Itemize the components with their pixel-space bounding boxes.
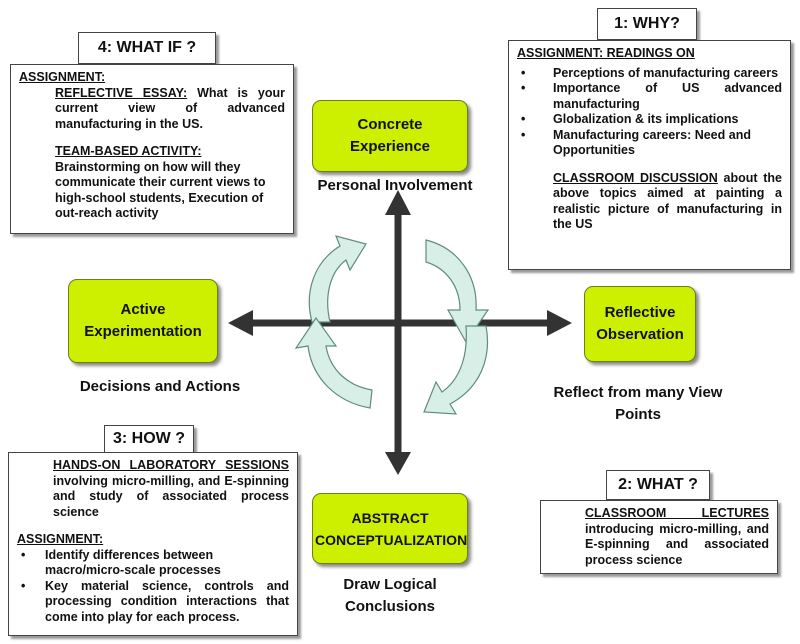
why-readings-list: Perceptions of manufacturing careers Imp… xyxy=(517,66,782,159)
whatif-team-text: Brainstorming on how will they communica… xyxy=(55,159,266,221)
concrete-experience-caption: Personal Involvement xyxy=(317,177,473,194)
why-reading-item: Globalization & its implications xyxy=(517,112,782,128)
whatif-title: 4: WHAT IF ? xyxy=(97,39,197,56)
cycle-arrow-lower-right xyxy=(423,325,489,415)
what-lectures-label: CLASSROOM LECTURES xyxy=(585,506,769,520)
how-assignment-item: Identify differences between macro/micro… xyxy=(17,548,289,579)
how-assignment-item: Key material science, controls and proce… xyxy=(17,579,289,626)
how-lab: HANDS-ON LABORATORY SESSIONS involving m… xyxy=(17,458,289,520)
whatif-team-label: TEAM-BASED ACTIVITY: xyxy=(55,144,202,158)
how-lab-label: HANDS-ON LABORATORY SESSIONS xyxy=(53,458,289,472)
vertical-axis-arrowhead-bottom xyxy=(385,452,411,475)
active-experimentation-caption: Decisions and Actions xyxy=(79,378,241,395)
whatif-panel: ASSIGNMENT: REFLECTIVE ESSAY: What is yo… xyxy=(10,64,294,234)
what-title-box: 2: WHAT ? xyxy=(606,470,710,500)
how-lab-text: involving micro-milling, and E-spinning … xyxy=(53,473,289,519)
abstract-conceptualization-node: ABSTRACT CONCEPTUALIZATION xyxy=(312,493,468,564)
reflective-observation-caption: Reflect from many View Points xyxy=(553,384,723,423)
active-experimentation-node: Active Experimentation xyxy=(68,279,218,363)
why-panel: ASSIGNMENT: READINGS ON Perceptions of m… xyxy=(508,40,791,270)
how-heading: ASSIGNMENT: xyxy=(17,532,104,546)
abstract-conceptualization-caption: Draw Logical Conclusions xyxy=(343,576,437,615)
concrete-experience-label: Concrete Experience xyxy=(349,116,431,155)
why-discussion-text: about the above topics aimed at painting… xyxy=(553,170,783,232)
reflective-observation-label: Reflective Observation xyxy=(596,304,684,343)
why-reading-item: Manufacturing careers: Need and Opportun… xyxy=(517,128,782,159)
why-discussion-label: CLASSROOM DISCUSSION xyxy=(553,170,718,185)
concrete-experience-node: Concrete Experience xyxy=(312,100,468,172)
cycle-arrow-upper-left xyxy=(308,235,367,323)
cycle-arrow-lower-left xyxy=(294,316,373,409)
how-title-box: 3: HOW ? xyxy=(104,425,194,453)
vertical-axis-arrowhead-top xyxy=(385,190,411,215)
whatif-essay: REFLECTIVE ESSAY: What is your current v… xyxy=(19,86,285,133)
what-title: 2: WHAT ? xyxy=(618,476,698,493)
how-panel: HANDS-ON LABORATORY SESSIONS involving m… xyxy=(8,452,298,636)
reflective-observation-node: Reflective Observation xyxy=(584,286,696,362)
why-title: 1: WHY? xyxy=(614,15,680,32)
how-assignment-list: Identify differences between macro/micro… xyxy=(17,548,289,626)
how-title: 3: HOW ? xyxy=(113,430,185,447)
why-discussion: CLASSROOM DISCUSSION about the above top… xyxy=(517,171,782,233)
whatif-essay-text: What is your current view of advanced ma… xyxy=(55,85,285,131)
why-heading: ASSIGNMENT: READINGS ON xyxy=(517,46,695,60)
what-lectures-text: introducing micro-milling, and E-spinnin… xyxy=(585,521,769,567)
horizontal-axis-arrowhead-right xyxy=(547,310,572,336)
whatif-heading: ASSIGNMENT: xyxy=(19,70,106,84)
whatif-title-box: 4: WHAT IF ? xyxy=(78,32,216,64)
why-reading-item: Importance of US advanced manufacturing xyxy=(517,81,782,112)
what-panel: CLASSROOM LECTURES introducing micro-mil… xyxy=(540,500,778,574)
why-title-box: 1: WHY? xyxy=(597,8,697,40)
why-reading-item: Perceptions of manufacturing careers xyxy=(517,66,782,82)
whatif-team: TEAM-BASED ACTIVITY: Brainstorming on ho… xyxy=(19,144,285,222)
whatif-essay-label: REFLECTIVE ESSAY: xyxy=(55,85,188,100)
active-experimentation-label: Active Experimentation xyxy=(84,301,202,340)
horizontal-axis-arrowhead-left xyxy=(228,310,253,336)
what-lectures: CLASSROOM LECTURES introducing micro-mil… xyxy=(549,506,769,568)
abstract-conceptualization-label: ABSTRACT CONCEPTUALIZATION xyxy=(315,509,468,548)
